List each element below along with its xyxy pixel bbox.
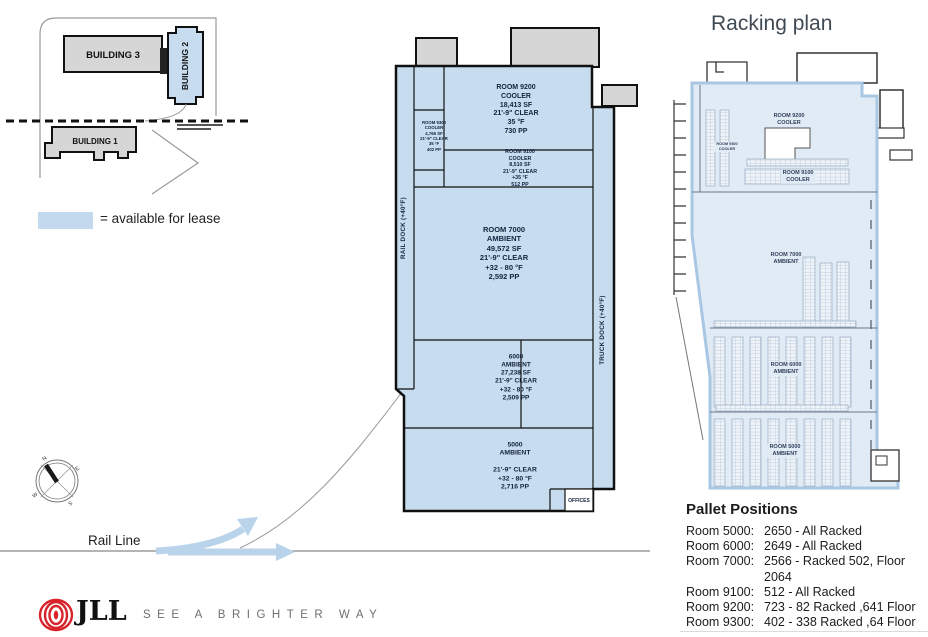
road-chevron xyxy=(151,129,200,195)
pallet-row: Room 5000: 2650 - All Racked xyxy=(686,524,928,539)
room-5000-label: 5000 AMBIENT 21'-9" CLEAR +32 - 80 °F 2,… xyxy=(493,441,537,491)
racking-walls xyxy=(692,85,877,413)
horizontal-arrow-head xyxy=(276,543,295,561)
racking-annex-topleft xyxy=(706,61,748,83)
pallet-row: Room 9200: 723 - 82 Racked ,641 Floor xyxy=(686,600,928,615)
pallet-row: Room 7000: 2566 - Racked 502, Floor 2064 xyxy=(686,554,928,584)
pallet-room: Room 9100: xyxy=(686,584,755,599)
dock-annex-left xyxy=(415,37,458,68)
racking-bar-1 xyxy=(876,127,905,139)
racking-room-9300-label: ROOM 9300 COOLER xyxy=(714,142,740,152)
curved-arrow-head xyxy=(237,517,258,536)
tiny-note-line-2 xyxy=(177,128,211,130)
offices-label: OFFICES xyxy=(568,498,590,504)
racking-plan-drawing xyxy=(673,52,913,490)
main-floor-plan: OFFICES RAIL DOCK (+40°F) TRUCK DOCK (+4… xyxy=(394,27,638,513)
rail-line-group xyxy=(0,391,650,561)
parcel-outline xyxy=(39,17,217,178)
room-9300-label: ROOM 9300 COOLER 4,766 SF 21'-9" CLEAR 3… xyxy=(420,119,448,152)
building-2-shape xyxy=(167,26,204,105)
compass-rose: N E W S xyxy=(32,455,82,507)
pallet-room: Room 9200: xyxy=(686,600,755,615)
racking-room-7000-label: ROOM 7000 AMBIENT xyxy=(770,251,802,265)
site-rail-spur xyxy=(144,103,187,122)
pallet-room: Room 6000: xyxy=(686,539,755,554)
rail-line-label: Rail Line xyxy=(88,533,141,548)
interior-walls xyxy=(396,66,594,511)
pallet-positions: Pallet Positions Room 5000: 2650 - All R… xyxy=(686,501,928,630)
racking-annex-top xyxy=(796,52,878,84)
rail-dock-strip xyxy=(673,100,686,295)
pallet-value: 723 - 82 Racked ,641 Floor xyxy=(764,600,916,615)
pallet-value: 2649 - All Racked xyxy=(764,539,862,554)
room-6000-label: 6000 AMBIENT 27,238 SF 21'-9" CLEAR +32 … xyxy=(495,353,537,402)
side-annex xyxy=(601,84,638,107)
offices-room xyxy=(564,488,594,512)
room-9200-label: ROOM 9200 COOLER 18,413 SF 21'-9" CLEAR … xyxy=(493,83,539,135)
bottom-divider xyxy=(680,631,928,632)
racking-room-9100-label: ROOM 9100 COOLER xyxy=(780,169,816,185)
pallet-value: 2566 - Racked 502, Floor 2064 xyxy=(764,554,906,584)
room-9100-label: ROOM 9100 COOLER 8,510 SF 21'-9" CLEAR +… xyxy=(502,149,538,189)
legend-swatch xyxy=(38,212,93,229)
racking-bar-2 xyxy=(889,149,913,161)
pallet-room: Room 5000: xyxy=(686,524,755,538)
compass-s: S xyxy=(68,500,75,507)
rail-spur-curve xyxy=(239,391,403,549)
room-7000-label: ROOM 7000 AMBIENT 49,572 SF 21'-9" CLEAR… xyxy=(479,224,529,281)
jll-wordmark: JLL xyxy=(76,596,127,627)
building-3-label: BUILDING 3 xyxy=(86,50,140,61)
building-1-label: BUILDING 1 xyxy=(72,137,118,146)
pallet-positions-title: Pallet Positions xyxy=(686,501,798,518)
racking-parcel-diagonal xyxy=(675,296,704,441)
compass-e: E xyxy=(75,465,82,472)
pallet-room: Room 7000: xyxy=(686,554,755,569)
legend-label: = available for lease xyxy=(100,211,221,226)
building-2-label: BUILDING 2 xyxy=(180,42,190,90)
compass-needle xyxy=(44,463,59,484)
pallet-value: 512 - All Racked xyxy=(764,584,856,599)
racking-annex-inner xyxy=(875,455,888,466)
pallet-value: 2650 - All Racked xyxy=(764,524,862,538)
jll-logo-icon xyxy=(38,598,74,632)
pallet-value: 402 - 338 Racked ,64 Floor xyxy=(764,615,916,630)
rail-dock-label: RAIL DOCK (+40°F) xyxy=(400,197,407,259)
pallet-row: Room 6000: 2649 - All Racked xyxy=(686,539,928,554)
curved-arrow-body xyxy=(155,526,245,555)
building-1-shape xyxy=(44,126,137,161)
dock-annex-right xyxy=(510,27,600,68)
compass-w: W xyxy=(32,491,40,499)
jll-tagline: SEE A BRIGHTER WAY xyxy=(143,609,384,621)
truck-dock-label: TRUCK DOCK (+40°F) xyxy=(599,295,606,365)
building-connector xyxy=(160,48,168,74)
racking-room-9200-label: ROOM 9200 COOLER xyxy=(771,112,807,128)
pallet-room: Room 9300: xyxy=(686,615,755,630)
tiny-note-line-1 xyxy=(177,124,223,126)
pallet-row: Room 9300: 402 - 338 Racked ,64 Floor xyxy=(686,615,928,630)
pallet-row: Room 9100: 512 - All Racked xyxy=(686,585,928,600)
racking-room-5000-label: ROOM 5000 AMBIENT xyxy=(767,443,803,459)
racking-plan-title: Racking plan xyxy=(711,12,833,35)
racking-room-6000-label: ROOM 6000 AMBIENT xyxy=(768,361,804,377)
site-plan: BUILDING 3 BUILDING 2 BUILDING 1 xyxy=(6,17,252,195)
racking-annex-right xyxy=(879,89,904,131)
compass-n: N xyxy=(42,455,49,462)
